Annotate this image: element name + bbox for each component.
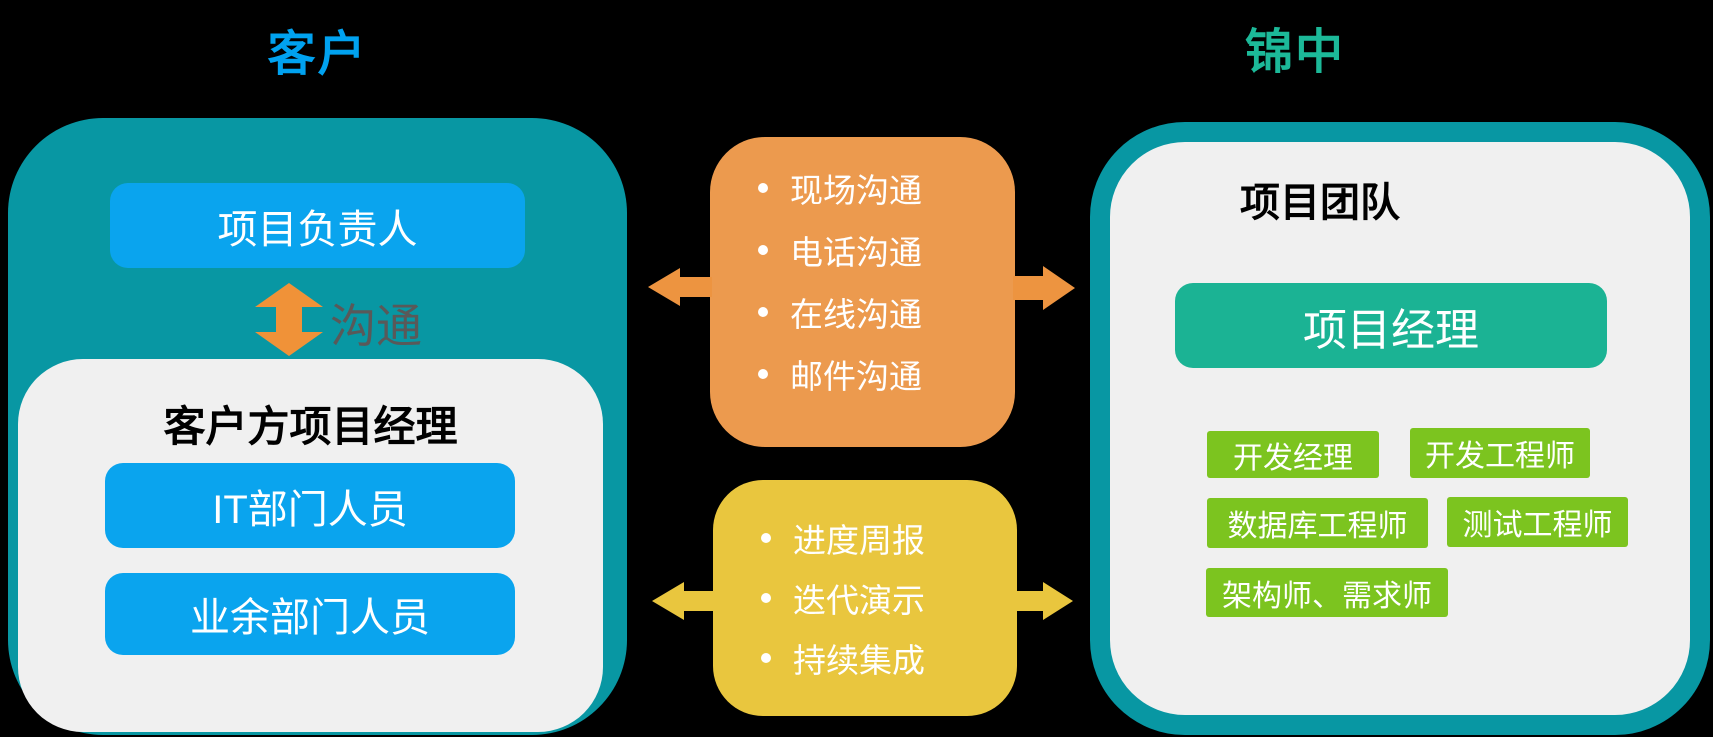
list-item-label: 邮件沟通 [790,358,922,395]
customer-group-box: 项目负责人 沟通 客户方项目经理 IT部门人员 业余部门人员 [8,118,627,735]
bullet-icon [761,533,771,543]
db-engineer-node: 数据库工程师 [1207,498,1428,548]
bullet-icon [758,307,768,317]
bullet-icon [758,245,768,255]
company-title: 锦中 [1244,26,1345,79]
left-arrow-orange-icon [648,268,712,306]
bullet-icon [761,653,771,663]
list-item: 现场沟通 [710,157,1015,219]
bullet-icon [761,593,771,603]
list-item: 邮件沟通 [710,343,1015,405]
list-item-label: 进度周报 [793,522,925,559]
right-arrow-orange-icon [1013,266,1075,310]
architect-analyst-node: 架构师、需求师 [1206,568,1448,617]
list-item: 进度周报 [713,508,1017,568]
list-item: 持续集成 [713,628,1017,688]
list-item-label: 持续集成 [793,642,925,679]
list-item: 在线沟通 [710,281,1015,343]
project-team-title: 项目团队 [1240,181,1400,225]
company-team-box: 项目团队 项目经理 开发经理 开发工程师 数据库工程师 测试工程师 架构师、需求… [1090,122,1710,735]
business-staff-node: 业余部门人员 [105,573,515,655]
communication-methods-box: 现场沟通 电话沟通 在线沟通 邮件沟通 [710,137,1015,447]
list-item-label: 在线沟通 [790,296,922,333]
it-staff-node: IT部门人员 [105,463,515,548]
project-owner-node: 项目负责人 [110,183,525,268]
list-item: 迭代演示 [713,568,1017,628]
list-item-label: 电话沟通 [790,234,922,271]
list-item-label: 现场沟通 [790,172,922,209]
bullet-icon [758,183,768,193]
customer-pm-title: 客户方项目经理 [163,403,458,450]
bullet-icon [758,369,768,379]
test-engineer-node: 测试工程师 [1447,497,1628,547]
customer-title: 客户 [267,28,368,81]
dev-engineer-node: 开发工程师 [1410,428,1590,478]
list-item-label: 迭代演示 [793,582,925,619]
right-arrow-yellow-icon [1013,582,1073,620]
project-manager-node: 项目经理 [1175,283,1607,368]
list-item: 电话沟通 [710,219,1015,281]
delivery-practices-box: 进度周报 迭代演示 持续集成 [713,480,1017,716]
communication-label: 沟通 [330,300,422,352]
left-arrow-yellow-icon [652,582,716,620]
dev-manager-node: 开发经理 [1207,431,1379,478]
customer-pm-box: 客户方项目经理 IT部门人员 业余部门人员 [18,359,603,732]
